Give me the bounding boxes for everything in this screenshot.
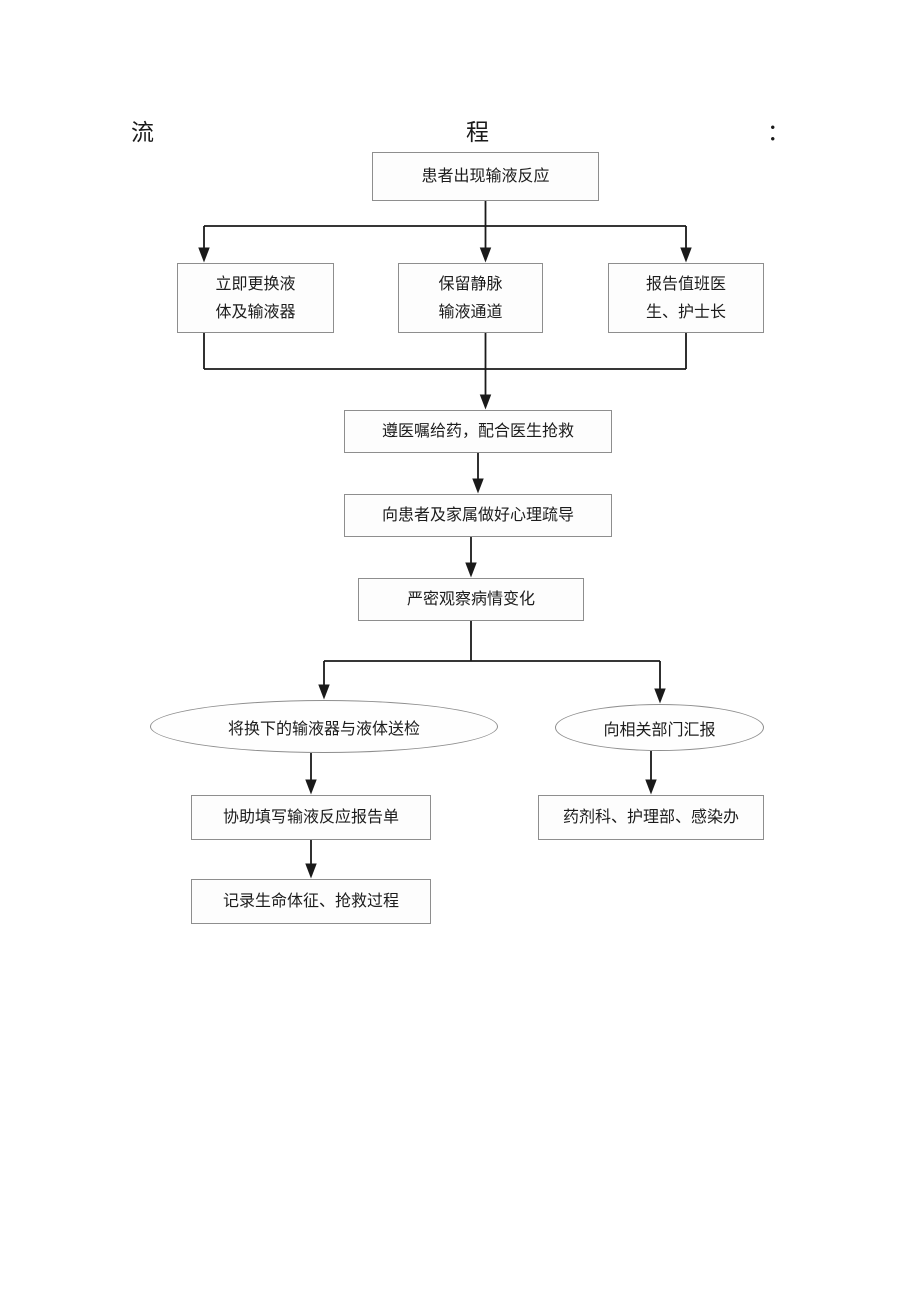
node-start-label: 患者出现输液反应 (421, 166, 550, 186)
header-text-colon: ： (767, 120, 790, 146)
node-psychological-support-label: 向患者及家属做好心理疏导 (381, 505, 574, 525)
node-record-vitals-rescue-label: 记录生命体征、抢救过程 (222, 891, 399, 911)
node-report-departments-label: 向相关部门汇报 (603, 719, 716, 739)
node-report-doctor-nurse[interactable]: 报告值班医 生、护士长 (608, 263, 764, 333)
node-fill-reaction-report[interactable]: 协助填写输液反应报告单 (191, 795, 431, 840)
node-give-medication-label: 遵医嘱给药，配合医生抢救 (381, 421, 574, 441)
node-psychological-support[interactable]: 向患者及家属做好心理疏导 (344, 494, 612, 537)
node-report-doctor-nurse-label: 报告值班医 生、护士长 (645, 274, 726, 321)
node-keep-iv-access-label: 保留静脉 输液通道 (438, 274, 503, 321)
node-pharmacy-nursing-infection[interactable]: 药剂科、护理部、感染办 (538, 795, 764, 840)
header-text-liu: 流 (131, 120, 154, 146)
node-keep-iv-access[interactable]: 保留静脉 输液通道 (398, 263, 543, 333)
node-pharmacy-nursing-infection-label: 药剂科、护理部、感染办 (562, 807, 739, 827)
node-report-departments[interactable]: 向相关部门汇报 (555, 704, 764, 751)
node-fill-reaction-report-label: 协助填写输液反应报告单 (222, 807, 399, 827)
node-observe-condition[interactable]: 严密观察病情变化 (358, 578, 584, 621)
node-replace-fluid-set[interactable]: 立即更换液 体及输液器 (177, 263, 334, 333)
node-send-sample-inspection-label: 将换下的输液器与液体送检 (227, 718, 420, 738)
header-text-cheng: 程 (466, 120, 489, 146)
node-replace-fluid-set-label: 立即更换液 体及输液器 (215, 274, 296, 321)
node-send-sample-inspection[interactable]: 将换下的输液器与液体送检 (150, 700, 498, 753)
node-give-medication[interactable]: 遵医嘱给药，配合医生抢救 (344, 410, 612, 453)
node-start[interactable]: 患者出现输液反应 (372, 152, 599, 201)
node-record-vitals-rescue[interactable]: 记录生命体征、抢救过程 (191, 879, 431, 924)
node-observe-condition-label: 严密观察病情变化 (406, 589, 535, 609)
